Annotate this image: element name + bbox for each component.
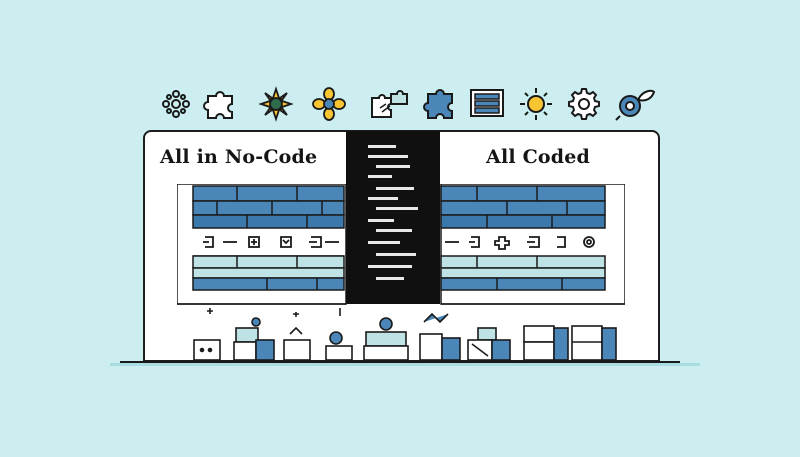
building-blocks	[193, 308, 617, 361]
puzzle-piece-icon	[203, 91, 233, 119]
title-no-code: All in No-Code	[160, 146, 318, 168]
leaf-gear-icon	[615, 89, 656, 121]
no-code-connectors	[203, 236, 339, 248]
gear-icon	[568, 88, 600, 120]
icon-row	[150, 86, 670, 130]
code-editor-strip	[346, 131, 440, 304]
flower-dots-icon	[162, 90, 190, 118]
puzzle-piece-blue-icon	[423, 89, 453, 119]
server-rack-icon	[470, 89, 504, 117]
sun-icon	[520, 88, 552, 120]
no-code-wall	[177, 184, 347, 305]
puzzle-pair-icon	[371, 90, 408, 118]
ground-shadow	[110, 363, 700, 366]
daisy-icon	[312, 87, 346, 121]
coded-wall	[440, 184, 625, 305]
title-coded: All Coded	[486, 146, 591, 168]
sunflower-icon	[258, 86, 294, 122]
layer-walls	[177, 184, 625, 305]
ground-line	[120, 361, 680, 363]
coded-connectors	[445, 236, 595, 250]
